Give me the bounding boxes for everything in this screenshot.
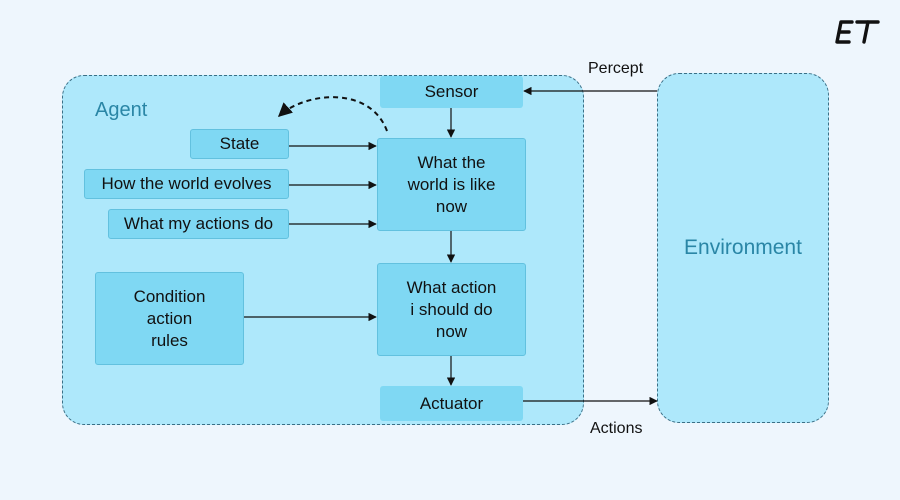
environment-title: Environment <box>684 236 802 259</box>
environment-container <box>657 73 829 423</box>
world-state-label: What the world is like now <box>407 152 496 216</box>
state-node: State <box>190 129 289 159</box>
condition-rules-node: Condition action rules <box>95 272 244 365</box>
what-actions-do-label: What my actions do <box>123 214 274 233</box>
world-state-node: What the world is like now <box>377 138 526 231</box>
how-world-evolves-label: How the world evolves <box>101 174 272 193</box>
sensor-label: Sensor <box>424 82 479 101</box>
condition-rules-label: Condition action rules <box>133 286 206 350</box>
state-label: State <box>219 134 260 153</box>
actions-label: Actions <box>590 420 643 437</box>
state-feedback-arrow <box>277 96 388 132</box>
what-actions-do-node: What my actions do <box>108 209 289 239</box>
agent-container <box>62 75 584 425</box>
action-decision-node: What action i should do now <box>377 263 526 356</box>
et-logo-icon <box>834 18 882 51</box>
action-decision-label: What action i should do now <box>406 277 497 341</box>
actuator-node: Actuator <box>380 386 523 421</box>
percept-label: Percept <box>588 60 644 77</box>
actuator-label: Actuator <box>419 393 484 413</box>
how-world-evolves-node: How the world evolves <box>84 169 289 199</box>
agent-title: Agent <box>95 99 148 121</box>
sensor-node: Sensor <box>380 76 523 108</box>
